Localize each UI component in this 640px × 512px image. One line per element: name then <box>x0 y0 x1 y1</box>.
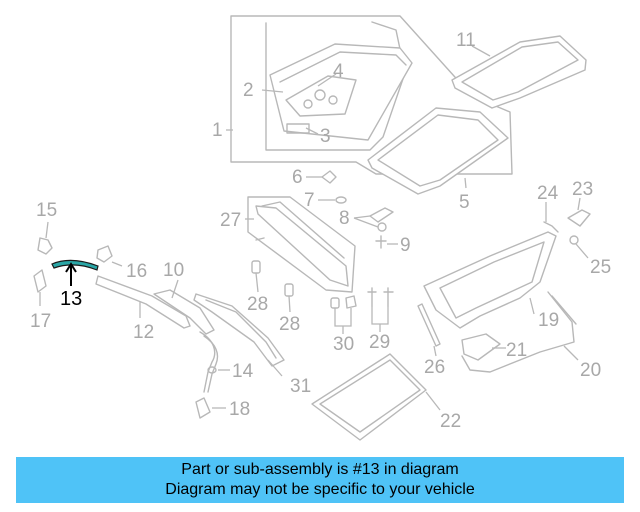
callout-24: 24 <box>537 183 559 204</box>
callout-22: 22 <box>440 411 461 432</box>
callout-7: 7 <box>304 190 315 211</box>
part-19-frame <box>423 231 557 329</box>
callout-20: 20 <box>580 360 601 381</box>
part-13-highlight <box>51 259 99 286</box>
caption-banner: Part or sub-assembly is #13 in diagram D… <box>16 457 624 503</box>
callout-15: 15 <box>36 200 57 221</box>
callout-3: 3 <box>320 126 331 147</box>
part-26 <box>417 303 441 357</box>
part-27-assembly <box>245 196 356 293</box>
callout-29: 29 <box>369 332 390 353</box>
callout-28b: 28 <box>279 314 300 335</box>
right-small-parts <box>543 197 591 259</box>
callout-16: 16 <box>126 261 147 282</box>
callout-5: 5 <box>459 192 470 213</box>
part-20-seal <box>461 291 579 373</box>
callout-9: 9 <box>400 235 411 256</box>
left-small-parts <box>33 221 123 306</box>
caption-line-1: Part or sub-assembly is #13 in diagram <box>181 461 459 478</box>
callout-1: 1 <box>212 120 223 141</box>
callout-11: 11 <box>456 30 476 51</box>
callout-2: 2 <box>243 80 254 101</box>
callout-19: 19 <box>538 310 559 331</box>
callout-13: 13 <box>60 288 82 310</box>
callout-21: 21 <box>506 340 527 361</box>
callout-30: 30 <box>333 334 354 355</box>
roof-assembly-group <box>226 15 513 175</box>
callout-18: 18 <box>229 399 250 420</box>
left-rails <box>95 275 285 419</box>
part-21 <box>461 333 506 361</box>
callout-labels: 1 2 3 4 5 6 7 8 9 10 11 12 13 14 15 16 1… <box>30 30 611 432</box>
callout-23: 23 <box>572 179 593 200</box>
callout-25: 25 <box>590 257 611 278</box>
callout-27: 27 <box>220 210 241 231</box>
part-29-30-hardware <box>330 287 394 334</box>
callout-8: 8 <box>339 208 350 229</box>
callout-14: 14 <box>232 361 254 382</box>
callout-4: 4 <box>333 61 344 82</box>
part-22-glass <box>311 353 441 441</box>
callout-26: 26 <box>424 357 445 378</box>
callout-12: 12 <box>133 322 154 343</box>
part-11-panel <box>451 35 587 109</box>
callout-17: 17 <box>30 311 51 332</box>
callout-31: 31 <box>290 376 311 397</box>
callout-10: 10 <box>163 260 184 281</box>
callout-6: 6 <box>292 167 303 188</box>
part-5-panel <box>367 107 509 195</box>
callout-28a: 28 <box>247 294 268 315</box>
hardware-6-9 <box>306 170 398 249</box>
part-28-clips <box>251 260 294 313</box>
caption-line-2: Diagram may not be specific to your vehi… <box>165 481 475 498</box>
